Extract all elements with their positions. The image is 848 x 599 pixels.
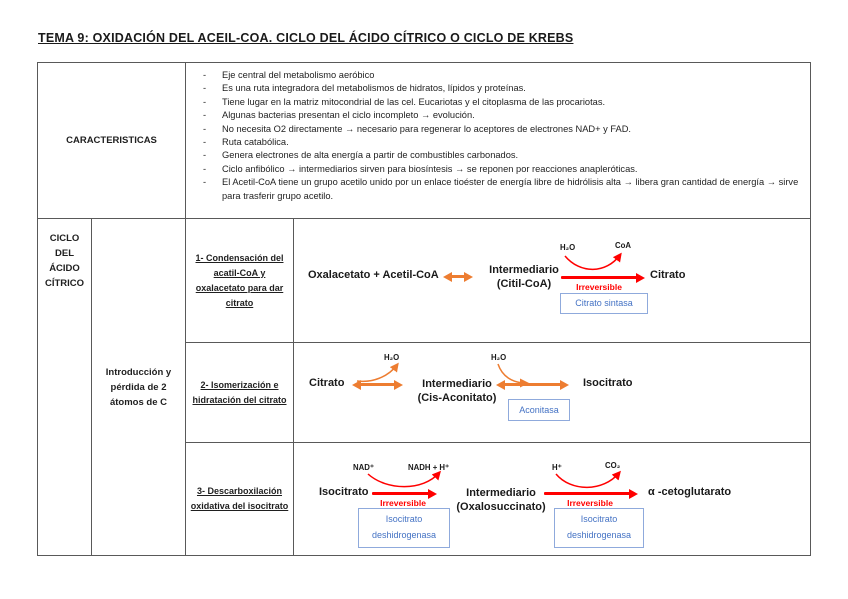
- enzyme-box: Isocitrato deshidrogenasa: [554, 508, 644, 548]
- reaction-1-diagram: Oxalacetato + Acetil-CoA Intermediario (…: [294, 219, 810, 343]
- characteristic-item: Tiene lugar en la matriz mitocondrial de…: [186, 96, 800, 110]
- product-label: α -cetoglutarato: [648, 486, 732, 498]
- characteristic-item: Ruta catabólica.: [186, 136, 800, 150]
- step-1-label: 1- Condensación del acatil-CoA y oxalace…: [195, 252, 284, 308]
- step-1-cell: 1- Condensación del acatil-CoA y oxalace…: [186, 219, 294, 343]
- reactant-label: Isocitrato: [319, 486, 369, 498]
- intermediate-line1: Intermediario: [422, 378, 492, 390]
- characteristics-body-cell: Eje central del metabolismo aeróbico Es …: [186, 63, 810, 219]
- characteristic-item: No necesita O2 directamente → necesario …: [186, 123, 800, 137]
- product-label: Isocitrato: [583, 377, 633, 389]
- characteristic-item: Algunas bacterias presentan el ciclo inc…: [186, 109, 800, 123]
- cycle-phase-label: Introducción y pérdida de 2 átomos de C: [105, 366, 172, 408]
- characteristic-item: El Acetil-CoA tiene un grupo acetilo uni…: [186, 176, 800, 203]
- curved-cofactor-arrow: [555, 470, 621, 488]
- intermediate-line2: (Citil-CoA): [496, 278, 552, 290]
- enzyme-box: Citrato sintasa: [560, 293, 648, 314]
- curved-cofactor-arrow: [367, 470, 441, 488]
- product-label: Citrato: [650, 269, 686, 281]
- intermediate-line1: Intermediario: [466, 487, 536, 499]
- cycle-phase-cell: Introducción y pérdida de 2 átomos de C: [92, 219, 186, 555]
- arrow-note: Irreversible: [576, 282, 622, 292]
- cofactor-out-label: CoA: [615, 241, 632, 250]
- cofactor-out-label: CO₂: [605, 461, 621, 470]
- characteristic-item: Genera electrones de alta energía a part…: [186, 149, 800, 163]
- reaction-3-diagram: NAD⁺ NADH + H⁺ Isocitrato Irreversible I…: [294, 443, 810, 555]
- characteristic-item: Eje central del metabolismo aeróbico: [186, 69, 800, 83]
- cofactor-out-label: H₂O: [384, 353, 400, 362]
- reactant-label: Citrato: [309, 377, 345, 389]
- characteristics-header-label: CARACTERISTICAS: [66, 135, 157, 146]
- enzyme-box: Aconitasa: [508, 399, 570, 421]
- step-3-cell: 3- Descarboxilación oxidativa del isocit…: [186, 443, 294, 555]
- cofactor-in-label: H₂O: [560, 243, 576, 252]
- intermediate-line2: (Cis-Aconitato): [417, 392, 497, 404]
- arrow-note: Irreversible: [380, 498, 426, 508]
- cycle-section-cell: CICLO DEL ÁCIDO CÍTRICO: [38, 219, 92, 555]
- cofactor-in-label: NAD⁺: [353, 463, 375, 472]
- enzyme-box: Isocitrato deshidrogenasa: [358, 508, 450, 548]
- enzyme-line2: deshidrogenasa: [566, 530, 632, 540]
- cofactor-in-label: H₂O: [491, 353, 507, 362]
- characteristic-item: Es una ruta integradora del metabolismos…: [186, 82, 800, 96]
- step-2-label: 2- Isomerización e hidratación del citra…: [192, 379, 287, 405]
- reversible-arrow: [504, 383, 561, 386]
- intermediate-label: Intermediario (Cis-Aconitato): [412, 377, 502, 405]
- intermediate-line1: Intermediario: [489, 264, 559, 276]
- characteristics-header-cell: CARACTERISTICAS: [38, 63, 186, 219]
- irreversible-arrow: [561, 276, 637, 279]
- arrow-note: Irreversible: [567, 498, 613, 508]
- enzyme-line1: Isocitrato: [385, 514, 423, 524]
- cycle-section-label: CICLO DEL ÁCIDO CÍTRICO: [44, 233, 85, 289]
- enzyme-line2: deshidrogenasa: [371, 530, 437, 540]
- reversible-arrow: [360, 383, 395, 386]
- step-3-label: 3- Descarboxilación oxidativa del isocit…: [190, 486, 289, 511]
- intermediate-line2: (Oxalosuccinato): [456, 501, 546, 513]
- cofactor-in-label: H⁺: [552, 463, 562, 472]
- curved-cofactor-arrow: [564, 252, 622, 270]
- reversible-arrow: [451, 275, 465, 278]
- intermediate-label: Intermediario (Oxalosuccinato): [452, 486, 550, 514]
- characteristic-item: Ciclo anfibólico → intermediarios sirven…: [186, 163, 800, 177]
- reaction-2-diagram: Citrato H₂O Intermediario (Cis-Aconitato…: [294, 343, 810, 443]
- reactant-label: Oxalacetato + Acetil-CoA: [308, 269, 439, 281]
- irreversible-arrow: [544, 492, 630, 495]
- intermediate-label: Intermediario (Citil-CoA): [482, 263, 566, 291]
- cofactor-out-label: NADH + H⁺: [408, 463, 450, 472]
- notes-table: CARACTERISTICAS Eje central del metaboli…: [37, 62, 811, 556]
- enzyme-line1: Isocitrato: [580, 514, 618, 524]
- irreversible-arrow: [372, 492, 429, 495]
- step-2-cell: 2- Isomerización e hidratación del citra…: [186, 343, 294, 443]
- page-title: TEMA 9: OXIDACIÓN DEL ACEIL-COA. CICLO D…: [38, 31, 574, 45]
